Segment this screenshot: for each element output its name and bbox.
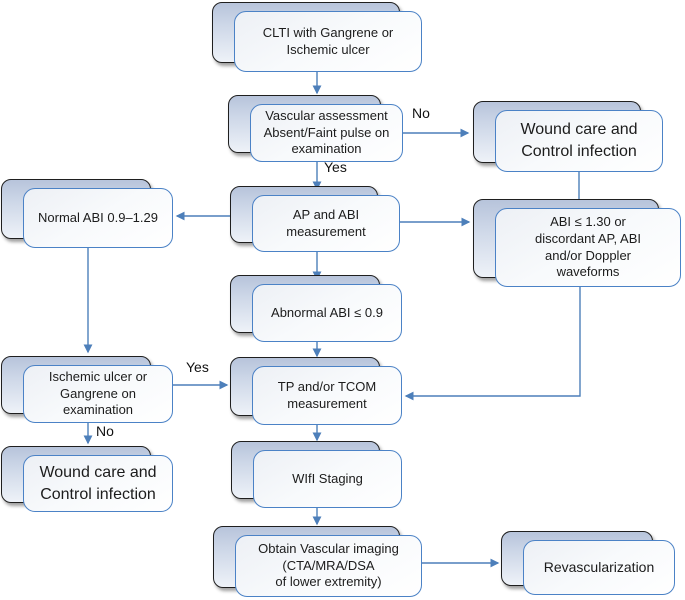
node-tp-tcom-measurement-label: TP and/or TCOM measurement: [277, 378, 377, 411]
node-clti-front: CLTI with Gangrene or Ischemic ulcer: [234, 11, 422, 72]
node-wound-care-top: Wound care and Control infection: [473, 101, 663, 172]
node-wound-care-bottom-front: Wound care and Control infection: [23, 455, 173, 512]
node-wound-care-bottom-label: Wound care and Control infection: [39, 463, 157, 503]
node-ischemic-ulcer-front: Ischemic ulcer or Gangrene on examinatio…: [23, 365, 173, 423]
node-wound-care-bottom: Wound care and Control infection: [1, 446, 173, 512]
node-abnormal-abi-front: Abnormal ABI ≤ 0.9: [252, 284, 402, 342]
node-vascular-assessment: Vascular assessment Absent/Faint pulse o…: [228, 95, 403, 162]
node-ap-abi-measurement-front: AP and ABI measurement: [252, 195, 400, 252]
edge-label-ischemic-no: No: [96, 423, 114, 439]
node-vascular-imaging: Obtain Vascular imaging (CTA/MRA/DSA of …: [213, 526, 422, 597]
node-vascular-imaging-front: Obtain Vascular imaging (CTA/MRA/DSA of …: [235, 535, 422, 597]
edge-label-ischemic-yes: Yes: [186, 359, 209, 375]
node-abi-130-discordant-label: ABI ≤ 1.30 or discordant AP, ABI and/or …: [535, 214, 641, 280]
node-abnormal-abi: Abnormal ABI ≤ 0.9: [230, 275, 402, 342]
node-revascularization-front: Revascularization: [523, 540, 675, 595]
node-vascular-imaging-label: Obtain Vascular imaging (CTA/MRA/DSA of …: [258, 541, 399, 590]
node-normal-abi-label: Normal ABI 0.9–1.29: [38, 209, 158, 225]
node-tp-tcom-measurement-front: TP and/or TCOM measurement: [252, 366, 402, 425]
node-wound-care-top-label: Wound care and Control infection: [520, 121, 638, 160]
node-vascular-assessment-front: Vascular assessment Absent/Faint pulse o…: [250, 104, 403, 162]
node-wifi-staging-label: WIfI Staging: [292, 470, 363, 486]
node-clti-label: CLTI with Gangrene or Ischemic ulcer: [262, 24, 394, 57]
node-wifi-staging: WIfI Staging: [231, 441, 402, 508]
node-abi-130-discordant: ABI ≤ 1.30 or discordant AP, ABI and/or …: [473, 199, 681, 287]
edge-label-vascular-no: No: [412, 105, 430, 121]
node-vascular-assessment-label: Vascular assessment Absent/Faint pulse o…: [263, 108, 390, 157]
node-abi-130-discordant-front: ABI ≤ 1.30 or discordant AP, ABI and/or …: [495, 208, 681, 287]
node-abnormal-abi-label: Abnormal ABI ≤ 0.9: [271, 304, 383, 320]
node-ischemic-ulcer: Ischemic ulcer or Gangrene on examinatio…: [1, 356, 173, 423]
node-wifi-staging-front: WIfI Staging: [253, 450, 402, 508]
node-revascularization: Revascularization: [501, 531, 675, 595]
node-clti: CLTI with Gangrene or Ischemic ulcer: [212, 2, 422, 72]
node-revascularization-label: Revascularization: [543, 558, 655, 575]
edge-label-vascular-yes: Yes: [324, 159, 347, 175]
node-ap-abi-measurement-label: AP and ABI measurement: [286, 206, 366, 239]
node-normal-abi-front: Normal ABI 0.9–1.29: [23, 188, 173, 248]
node-ischemic-ulcer-label: Ischemic ulcer or Gangrene on examinatio…: [48, 369, 148, 418]
node-ap-abi-measurement: AP and ABI measurement: [230, 186, 400, 252]
node-wound-care-top-front: Wound care and Control infection: [495, 110, 663, 172]
node-normal-abi: Normal ABI 0.9–1.29: [1, 179, 173, 248]
edge-abi-130-to-tp-tcom: [404, 287, 581, 401]
node-tp-tcom-measurement: TP and/or TCOM measurement: [230, 357, 402, 425]
